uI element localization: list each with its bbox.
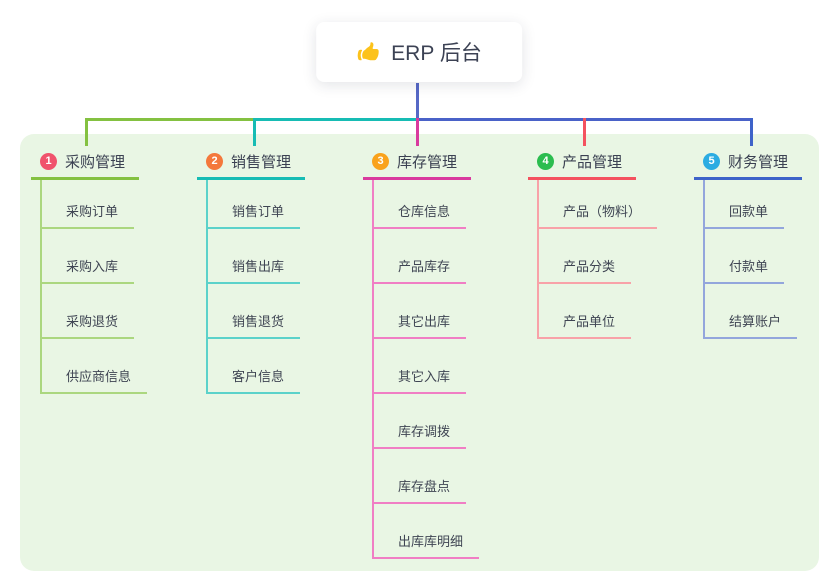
- branch-title-label: 财务管理: [728, 154, 789, 171]
- child-node[interactable]: 销售订单: [208, 180, 301, 229]
- branch-title-label: 库存管理: [397, 154, 458, 171]
- thumbs-up-icon: [356, 40, 380, 64]
- root-node[interactable]: ERP 后台: [316, 22, 522, 82]
- child-node[interactable]: 其它出库: [374, 284, 467, 339]
- trunk-connector-line: [253, 118, 419, 121]
- branch-children-group: 回款单付款单结算账户: [703, 180, 798, 339]
- branch-2: 2 销售管理销售订单销售出库销售退货客户信息: [197, 146, 306, 394]
- priority-badge-icon: 3: [372, 153, 389, 170]
- branch-title-label: 销售管理: [231, 154, 292, 171]
- child-node[interactable]: 产品库存: [374, 229, 467, 284]
- branch-1: 1 采购管理采购订单采购入库采购退货供应商信息: [31, 146, 148, 394]
- branch-drop-line: [750, 118, 753, 146]
- child-node[interactable]: 销售出库: [208, 229, 301, 284]
- root-connector-line: [416, 83, 419, 119]
- child-node[interactable]: 其它入库: [374, 339, 467, 394]
- child-node[interactable]: 回款单: [705, 180, 785, 229]
- trunk-connector-line: [85, 118, 256, 121]
- branch-children-group: 采购订单采购入库采购退货供应商信息: [40, 180, 148, 394]
- child-node[interactable]: 客户信息: [208, 339, 301, 394]
- branch-title-node[interactable]: 3 库存管理: [363, 146, 472, 180]
- branch-drop-line: [416, 118, 419, 146]
- child-node[interactable]: 产品（物料）: [539, 180, 658, 229]
- child-node[interactable]: 采购入库: [42, 229, 135, 284]
- child-node[interactable]: 供应商信息: [42, 339, 148, 394]
- child-node[interactable]: 销售退货: [208, 284, 301, 339]
- child-node[interactable]: 仓库信息: [374, 180, 467, 229]
- root-node-label: ERP 后台: [391, 42, 482, 65]
- branch-drop-line: [85, 118, 88, 146]
- priority-badge-icon: 4: [537, 153, 554, 170]
- branch-drop-line: [253, 118, 256, 146]
- child-node[interactable]: 产品分类: [539, 229, 632, 284]
- priority-badge-icon: 1: [40, 153, 57, 170]
- child-node[interactable]: 库存盘点: [374, 449, 467, 504]
- branch-title-node[interactable]: 2 销售管理: [197, 146, 306, 180]
- branch-3: 3 库存管理仓库信息产品库存其它出库其它入库库存调拨库存盘点出库库明细: [363, 146, 480, 559]
- branch-title-node[interactable]: 1 采购管理: [31, 146, 140, 180]
- branch-drop-line: [583, 118, 586, 146]
- child-node[interactable]: 付款单: [705, 229, 785, 284]
- branch-title-label: 采购管理: [65, 154, 126, 171]
- branch-5: 5 财务管理回款单付款单结算账户: [694, 146, 803, 339]
- child-node[interactable]: 产品单位: [539, 284, 632, 339]
- child-node[interactable]: 采购退货: [42, 284, 135, 339]
- mindmap-background-panel: [20, 134, 819, 571]
- branch-title-node[interactable]: 4 产品管理: [528, 146, 637, 180]
- priority-badge-icon: 2: [206, 153, 223, 170]
- child-node[interactable]: 采购订单: [42, 180, 135, 229]
- priority-badge-icon: 5: [703, 153, 720, 170]
- child-node[interactable]: 库存调拨: [374, 394, 467, 449]
- child-node[interactable]: 结算账户: [705, 284, 798, 339]
- branch-title-node[interactable]: 5 财务管理: [694, 146, 803, 180]
- branch-children-group: 销售订单销售出库销售退货客户信息: [206, 180, 301, 394]
- child-node[interactable]: 出库库明细: [374, 504, 480, 559]
- branch-4: 4 产品管理产品（物料）产品分类产品单位: [528, 146, 658, 339]
- branch-title-label: 产品管理: [562, 154, 623, 171]
- branch-children-group: 仓库信息产品库存其它出库其它入库库存调拨库存盘点出库库明细: [372, 180, 480, 559]
- branch-children-group: 产品（物料）产品分类产品单位: [537, 180, 658, 339]
